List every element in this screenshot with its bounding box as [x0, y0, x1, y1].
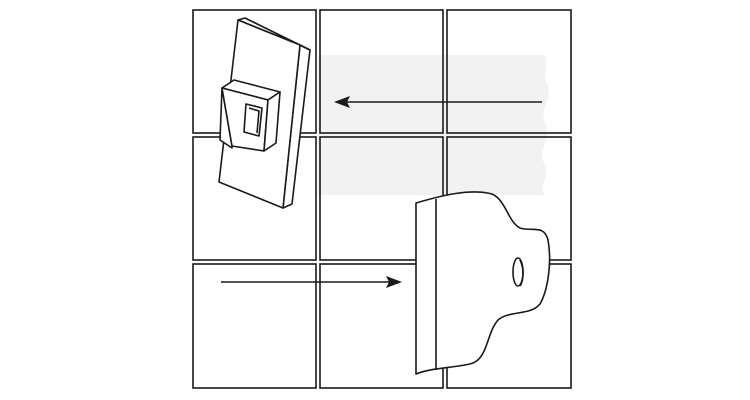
arrowhead-left-icon: [334, 96, 350, 108]
arrow-right: [221, 276, 402, 288]
arrow-left: [334, 96, 542, 108]
gray-band: [318, 55, 549, 195]
cell-1-2: [319, 9, 444, 134]
cell-1-3: [446, 9, 572, 134]
box-right: [263, 91, 281, 152]
head-shape: [415, 191, 551, 375]
head-outline: [415, 191, 551, 375]
head-hole-inner: [519, 259, 524, 287]
arrowhead-right-icon: [386, 276, 402, 288]
cell-3-1: [192, 263, 317, 389]
tilted-plate: [218, 17, 311, 209]
box-hole-inner: [248, 107, 260, 134]
